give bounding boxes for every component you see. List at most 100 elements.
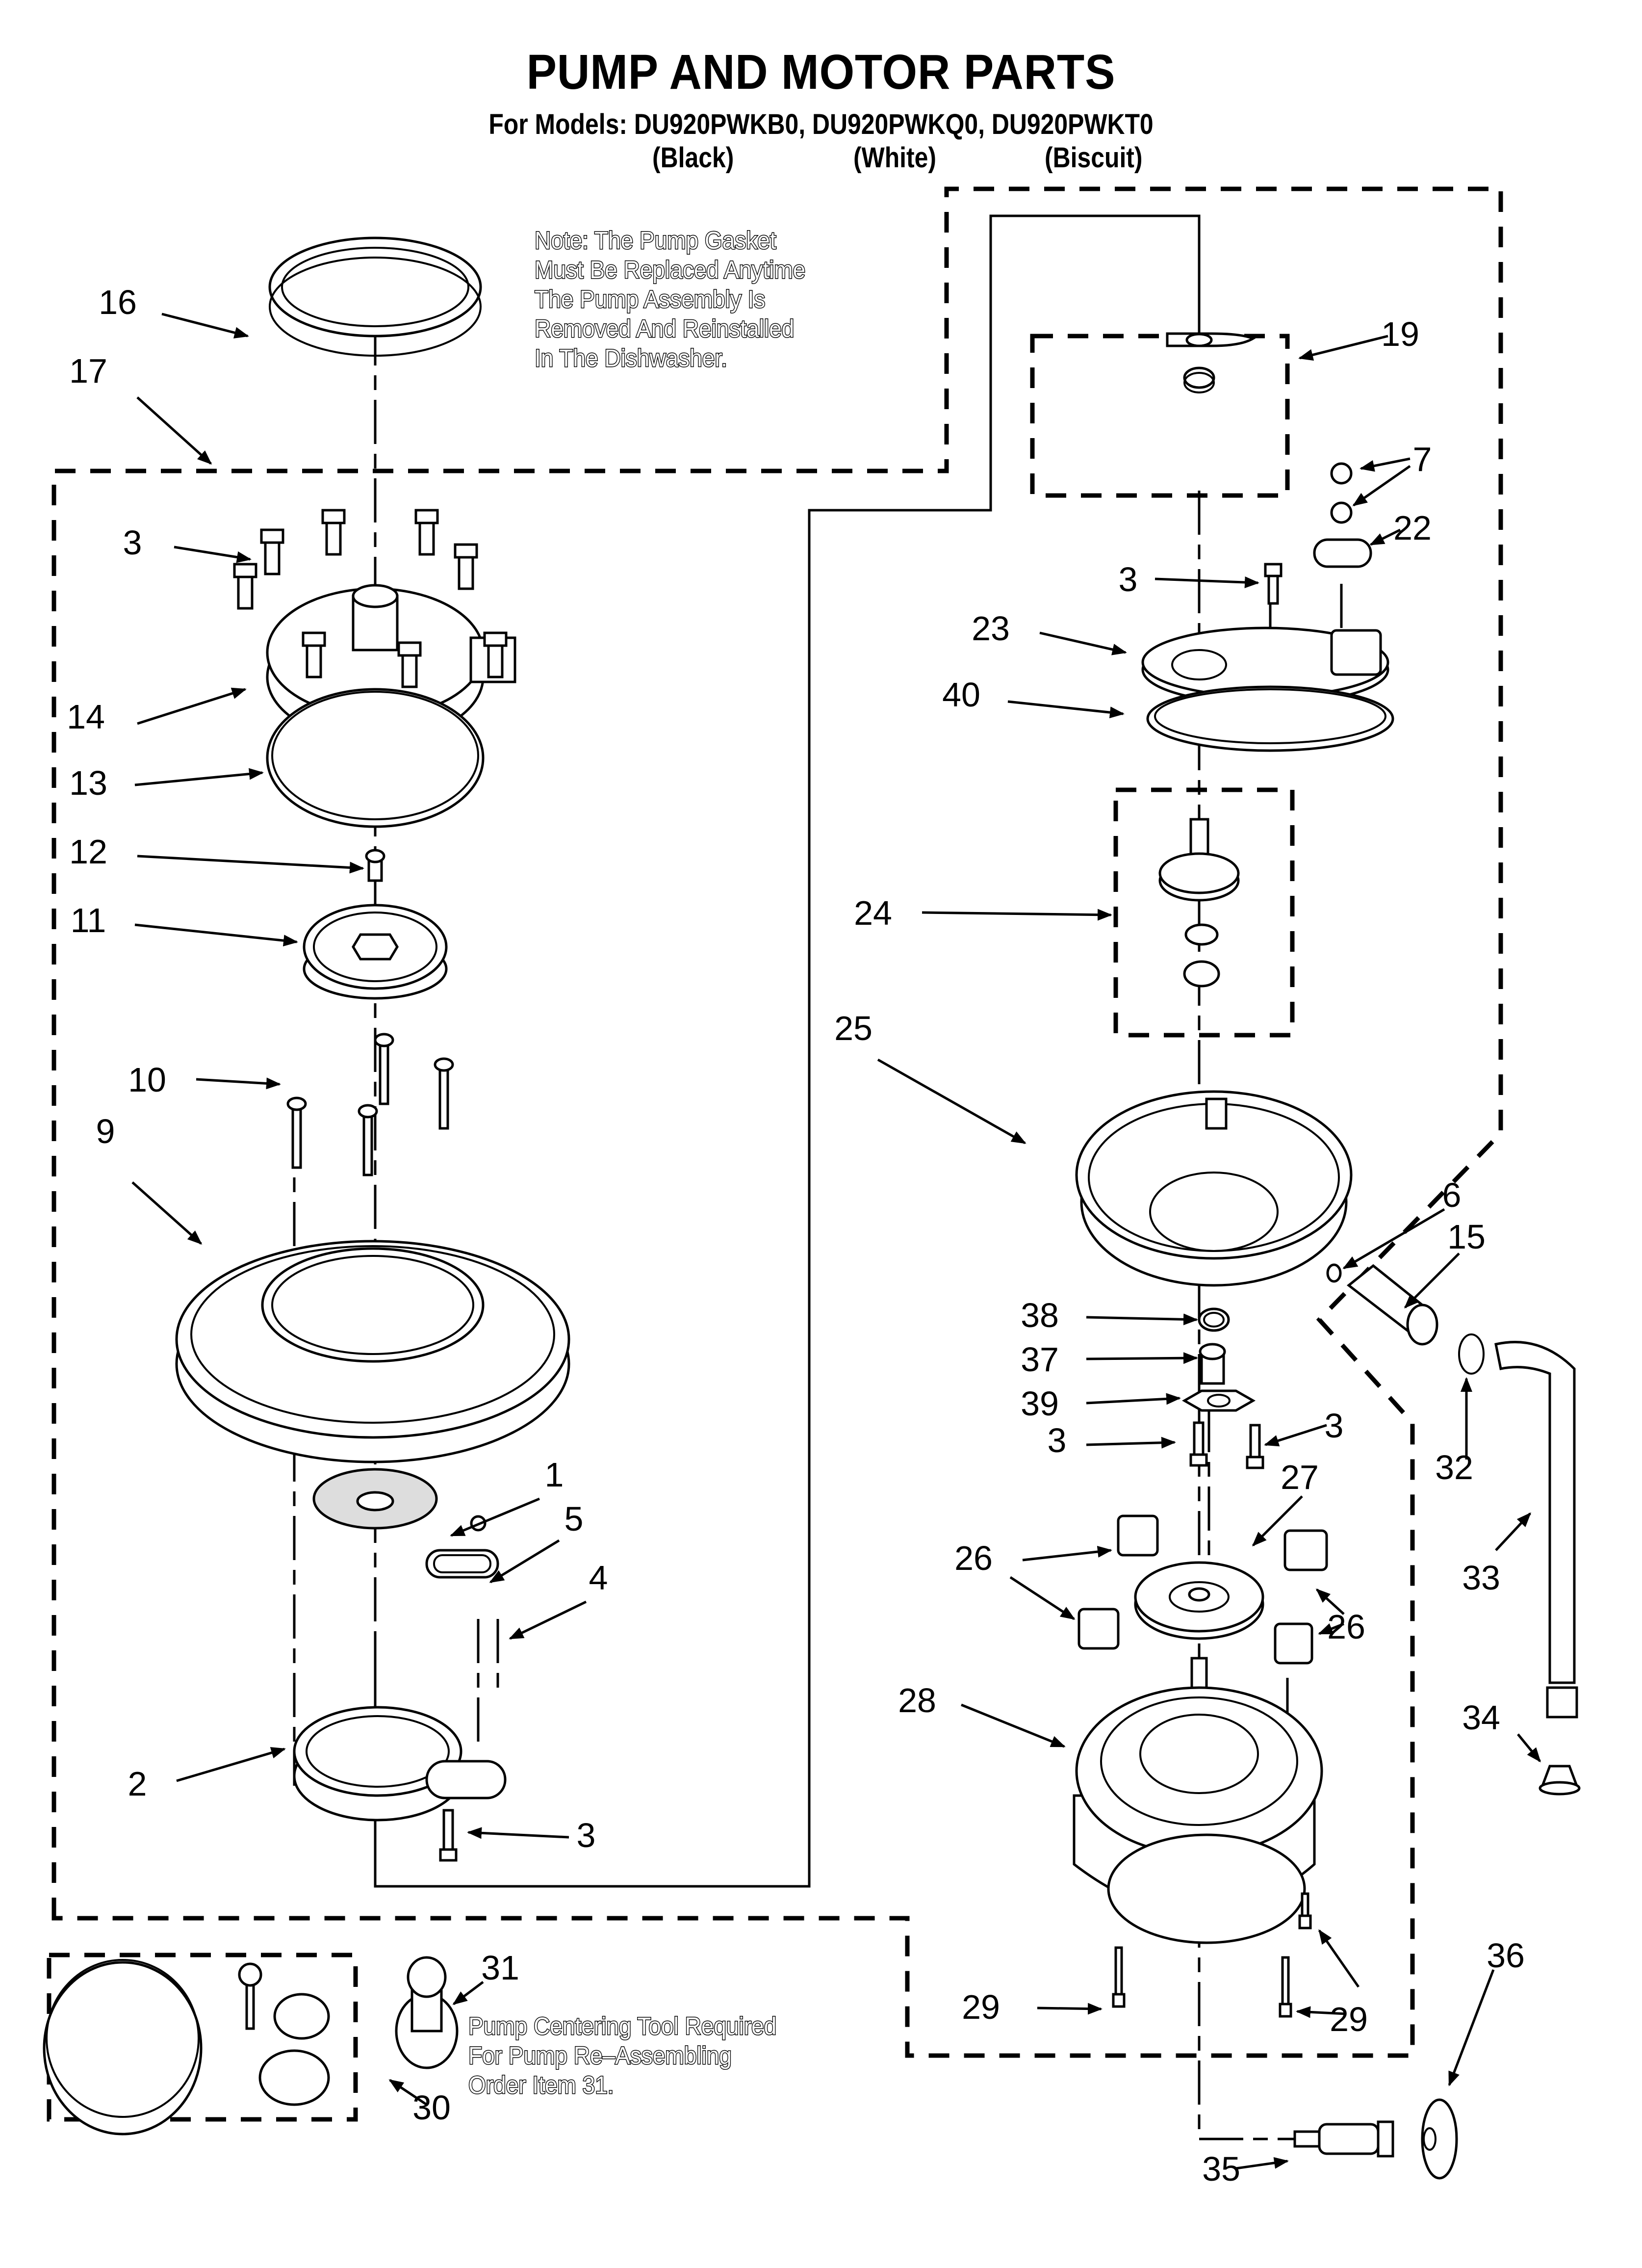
- callout-label-16: 16: [99, 283, 137, 321]
- callout-label-28: 28: [898, 1681, 936, 1720]
- part-9-spray-arm-base: [175, 1240, 570, 1463]
- callout-leader-3: [1155, 576, 1259, 588]
- part-15-drain-valve: [1346, 1264, 1438, 1346]
- callout-leader-27: [1252, 1495, 1303, 1547]
- model-color-black: (Black): [652, 142, 734, 174]
- part-7-balls: [1330, 462, 1353, 524]
- callout-label-7: 7: [1413, 440, 1432, 478]
- callout-leader-6: [1342, 1208, 1445, 1270]
- part-34-cap: [1539, 1765, 1581, 1796]
- pump-gasket-note: Note: The Pump Gasket Must Be Replaced A…: [534, 226, 806, 373]
- callout-label-3: 3: [1119, 560, 1138, 599]
- part-39-bracket: [1181, 1389, 1256, 1412]
- part-12-bolt: [365, 849, 385, 882]
- callout-leader-14: [137, 687, 247, 725]
- callout-label-33: 33: [1462, 1559, 1500, 1597]
- callout-label-26: 26: [1327, 1608, 1365, 1646]
- part-6-o-ring: [1326, 1263, 1342, 1283]
- callout-leader-16: [161, 313, 249, 339]
- callout-leader-19: [1298, 335, 1388, 361]
- page-title: PUMP AND MOTOR PARTS: [526, 45, 1116, 100]
- callout-label-29: 29: [962, 1988, 1000, 2026]
- callout-leader-31: [452, 1981, 484, 2005]
- callout-leader-26: [1315, 1588, 1345, 1615]
- callout-label-1: 1: [545, 1456, 564, 1494]
- callout-leader-7: [1352, 465, 1411, 507]
- part-13-gasket-ring: [266, 688, 485, 828]
- callout-leader-39: [1086, 1393, 1181, 1405]
- callout-label-23: 23: [972, 609, 1010, 648]
- callout-leader-12: [137, 855, 364, 874]
- part-1-filter-screen: [312, 1468, 438, 1530]
- callout-leader-26: [1318, 1622, 1344, 1635]
- model-color-biscuit: (Biscuit): [1045, 142, 1143, 174]
- callout-label-34: 34: [1462, 1698, 1500, 1737]
- callout-leader-26: [1009, 1576, 1076, 1620]
- callout-label-3: 3: [1048, 1421, 1067, 1460]
- callout-leader-15: [1404, 1252, 1460, 1309]
- part-23-plate: [1141, 626, 1389, 705]
- part-3-screws-top: [233, 509, 508, 688]
- spring-kit-boundary: [1030, 334, 1290, 498]
- callout-label-24: 24: [854, 894, 892, 932]
- callout-label-3: 3: [1325, 1407, 1344, 1445]
- callout-leader-5: [489, 1539, 560, 1584]
- callout-leader-3: [467, 1827, 569, 1839]
- callout-label-25: 25: [834, 1009, 872, 1047]
- callout-label-19: 19: [1381, 315, 1419, 353]
- part-26-grommets: [1078, 1514, 1328, 1665]
- part-25-motor-mount-bowl: [1075, 1090, 1353, 1287]
- callout-leader-26: [1022, 1546, 1112, 1562]
- callout-leader-37: [1086, 1352, 1198, 1364]
- part-38-washer: [1198, 1307, 1230, 1332]
- callout-leader-2: [176, 1747, 286, 1782]
- pump-assembly-boundary: [51, 186, 1503, 2058]
- callout-label-38: 38: [1021, 1296, 1059, 1334]
- callout-leader-3: [1086, 1436, 1176, 1449]
- callout-leader-4: [509, 1600, 587, 1640]
- callout-leader-7: [1360, 457, 1411, 472]
- callout-label-15: 15: [1447, 1218, 1486, 1256]
- callout-leader-25: [877, 1058, 1026, 1145]
- callout-label-13: 13: [69, 764, 107, 802]
- callout-label-9: 9: [96, 1112, 115, 1150]
- callout-label-12: 12: [69, 833, 107, 871]
- callout-leader-17: [136, 396, 212, 465]
- callout-label-30: 30: [412, 2088, 451, 2127]
- callout-leader-24: [922, 909, 1112, 921]
- callout-leader-30: [388, 2079, 428, 2106]
- centering-tool-note: Pump Centering Tool Required For Pump Re…: [468, 2012, 777, 2100]
- callout-label-11: 11: [71, 901, 106, 939]
- part-27-disc: [1134, 1561, 1264, 1640]
- callout-label-3: 3: [577, 1816, 596, 1854]
- callout-leader-11: [134, 923, 298, 947]
- callout-leader-28: [961, 1703, 1066, 1748]
- callout-leader-29: [1037, 2003, 1103, 2015]
- models-line: For Models: DU920PWKB0, DU920PWKQ0, DU92…: [488, 108, 1154, 140]
- part-4-oval-seal: [425, 1549, 499, 1579]
- callout-label-5: 5: [564, 1500, 584, 1538]
- model-color-white: (White): [853, 142, 936, 174]
- callout-label-17: 17: [69, 352, 107, 390]
- callout-leader-1: [450, 1497, 540, 1537]
- callout-label-36: 36: [1487, 1936, 1525, 1975]
- part-19-spring-kit: [1166, 332, 1256, 393]
- callout-label-39: 39: [1021, 1384, 1059, 1423]
- callout-leader-23: [1039, 631, 1127, 655]
- callout-label-35: 35: [1202, 2150, 1240, 2188]
- callout-label-27: 27: [1281, 1458, 1319, 1496]
- callout-label-26: 26: [954, 1539, 993, 1577]
- callout-label-40: 40: [942, 676, 980, 714]
- part-33-drain-hose: [1494, 1341, 1578, 1719]
- part-31-centering-tool: [395, 1956, 459, 2069]
- part-2-pump-housing-lower: [293, 1706, 507, 1822]
- impeller-kit-boundary: [1113, 787, 1295, 1038]
- callout-label-14: 14: [67, 698, 105, 736]
- part-3-screw-lower: [439, 1809, 458, 1862]
- callout-label-4: 4: [589, 1559, 608, 1597]
- callout-leader-40: [1007, 700, 1125, 719]
- part-36-nut: [1421, 2098, 1458, 2180]
- callout-leader-3: [1264, 1424, 1327, 1447]
- part-24-impeller-kit: [1158, 818, 1240, 988]
- part-22-oval-seal: [1313, 538, 1372, 568]
